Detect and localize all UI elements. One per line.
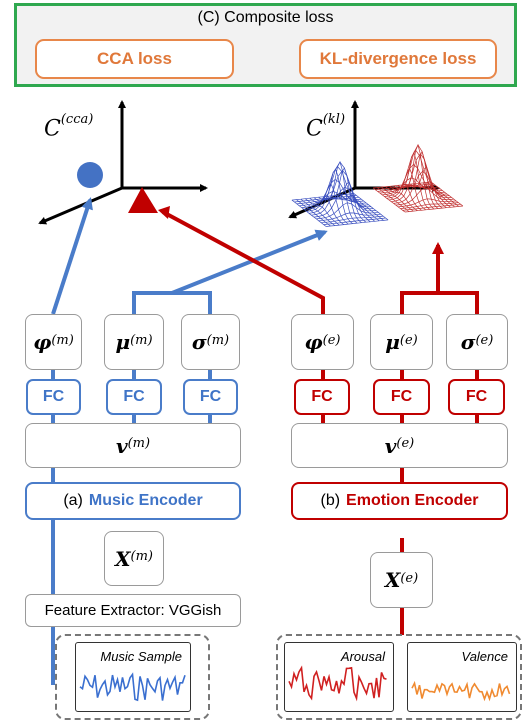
composite-loss-panel: (C) Composite loss CCA loss KL-divergenc… <box>14 3 517 87</box>
music-fc-2: FC <box>106 379 162 415</box>
music-sigma-box: σ(m) <box>181 314 240 370</box>
composite-loss-title: (C) Composite loss <box>197 9 334 26</box>
emotion-fc-1: FC <box>294 379 350 415</box>
cca-loss-box: CCA loss <box>35 39 234 79</box>
valence-waveform <box>411 680 511 702</box>
kl-loss-box: KL-divergence loss <box>299 39 497 79</box>
music-phi-box: φ(m) <box>25 314 82 370</box>
music-x-box: X(m) <box>104 531 164 586</box>
emotion-encoder-box: (b) Emotion Encoder <box>291 482 508 520</box>
emotion-v-box: v(e) <box>291 423 508 468</box>
arousal-waveform <box>288 665 387 702</box>
arousal-label: Arousal <box>340 649 385 664</box>
valence-label: Valence <box>461 649 509 664</box>
emotion-mu-box: μ(e) <box>370 314 433 370</box>
cca-space-label: C(cca) <box>44 112 94 142</box>
emotion-sigma-box: σ(e) <box>446 314 508 370</box>
emotion-encoder-name: Emotion Encoder <box>346 492 479 509</box>
music-v-box: v(m) <box>25 423 241 468</box>
emotion-phi-box: φ(e) <box>291 314 354 370</box>
music-encoder-prefix: (a) <box>63 492 83 509</box>
music-embedding-point <box>77 162 103 188</box>
emotion-gaussian-surface <box>372 143 464 213</box>
music-encoder-box: (a) Music Encoder <box>25 482 241 520</box>
emotion-sample-group <box>276 634 522 720</box>
music-sample-label: Music Sample <box>100 649 182 664</box>
emotion-fc-2: FC <box>373 379 430 415</box>
music-waveform <box>79 672 186 702</box>
music-mu-box: μ(m) <box>104 314 164 370</box>
music-encoder-name: Music Encoder <box>88 492 203 509</box>
feature-extractor-box: Feature Extractor: VGGish <box>25 594 241 627</box>
cca-axes <box>38 100 208 225</box>
emotion-embedding-point <box>128 187 158 213</box>
emotion-encoder-prefix: (b) <box>320 492 341 509</box>
music-gaussian-surface <box>291 161 389 227</box>
kl-space-label: C(kl) <box>306 112 346 142</box>
music-sample-group <box>55 634 210 720</box>
music-fc-1: FC <box>26 379 81 415</box>
emotion-x-box: X(e) <box>370 552 433 608</box>
music-fc-3: FC <box>183 379 238 415</box>
valence-plot: Valence <box>407 642 517 712</box>
music-sample-plot: Music Sample <box>75 642 191 712</box>
arousal-plot: Arousal <box>284 642 394 712</box>
emotion-fc-3: FC <box>448 379 505 415</box>
